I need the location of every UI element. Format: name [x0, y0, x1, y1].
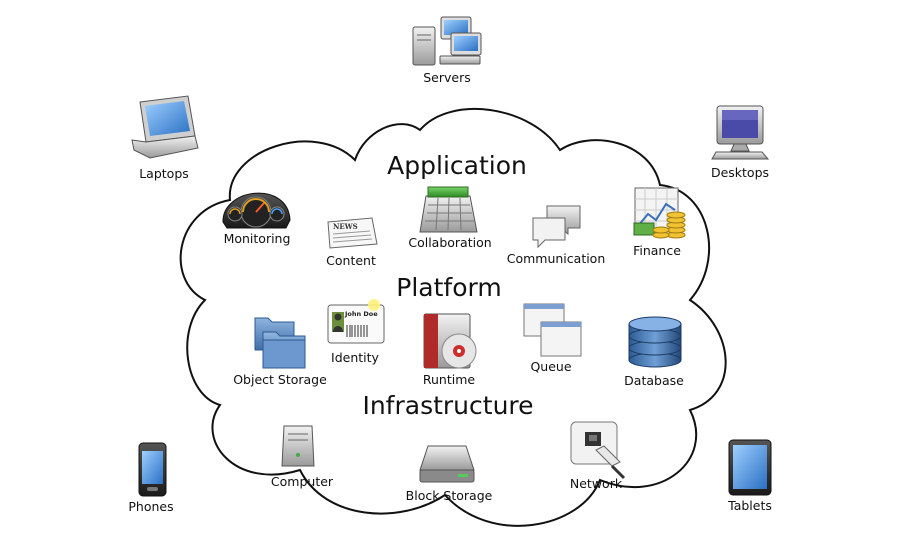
monitoring-gauge-icon — [222, 192, 291, 229]
runtime-label: Runtime — [423, 372, 476, 387]
tablets-label: Tablets — [727, 498, 772, 513]
servers-label: Servers — [423, 70, 471, 85]
finance-chart-coins-icon — [633, 187, 686, 239]
desktops-label: Desktops — [711, 165, 769, 180]
content-label: Content — [326, 253, 376, 268]
queue-windows-icon — [523, 303, 582, 357]
phone-icon — [138, 442, 167, 497]
computer-label: Computer — [271, 474, 334, 489]
calendar-icon — [419, 186, 478, 233]
identity-label: Identity — [331, 350, 380, 365]
queue-label: Queue — [530, 359, 571, 374]
communication-label: Communication — [507, 251, 606, 266]
section-application-title: Application — [387, 151, 527, 180]
laptop-icon — [131, 95, 199, 159]
collaboration-label: Collaboration — [408, 235, 491, 250]
tablet-icon — [728, 439, 772, 496]
servers-icon — [412, 16, 482, 66]
id-card-icon: John Doe — [327, 299, 385, 344]
folders-icon — [254, 317, 306, 369]
section-infrastructure-title: Infrastructure — [362, 391, 533, 420]
newspaper-headline: NEWS — [333, 222, 358, 231]
network-socket-icon — [570, 421, 626, 480]
database-icon — [628, 316, 682, 368]
finance-label: Finance — [633, 243, 681, 258]
id-card-name: John Doe — [344, 310, 378, 318]
object-storage-label: Object Storage — [233, 372, 327, 387]
runtime-package-icon — [423, 313, 477, 369]
hard-drive-icon — [419, 445, 475, 483]
speech-bubbles-icon — [532, 205, 581, 249]
network-label: Network — [570, 476, 623, 491]
desktop-icon — [711, 105, 770, 160]
phones-label: Phones — [128, 499, 173, 514]
block-storage-label: Block Storage — [406, 488, 493, 503]
laptops-label: Laptops — [139, 166, 189, 181]
section-platform-title: Platform — [396, 273, 501, 302]
monitoring-label: Monitoring — [224, 231, 291, 246]
newspaper-icon: NEWS — [327, 217, 378, 249]
computer-tower-icon — [281, 425, 315, 467]
database-label: Database — [624, 373, 684, 388]
